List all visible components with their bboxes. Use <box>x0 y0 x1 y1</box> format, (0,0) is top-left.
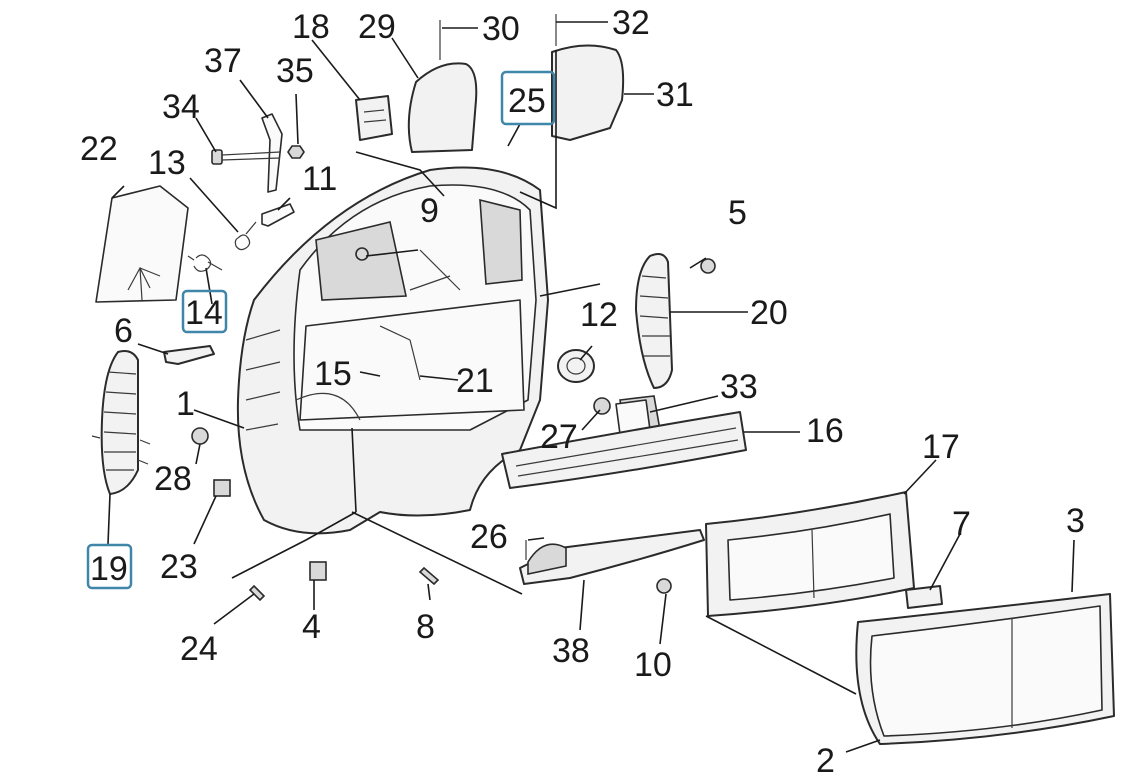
label-23: 23 <box>160 548 198 586</box>
part-7-clip <box>905 585 943 609</box>
label-26: 26 <box>470 518 508 556</box>
label-7: 7 <box>952 505 971 543</box>
highlight-box-25 <box>500 70 556 126</box>
part-24-screw <box>248 584 266 602</box>
part-27-screw <box>593 397 611 415</box>
part-22-panel <box>95 185 189 303</box>
label-6: 6 <box>114 312 133 350</box>
label-27: 27 <box>540 418 578 456</box>
part-38-lower-bracket <box>519 529 705 585</box>
label-2: 2 <box>816 742 835 779</box>
label-30: 30 <box>482 10 520 48</box>
label-1: 1 <box>176 385 195 423</box>
label-15: 15 <box>314 355 352 393</box>
label-9: 9 <box>420 192 439 230</box>
part-17-frame <box>705 491 915 617</box>
label-28: 28 <box>154 460 192 498</box>
label-33: 33 <box>720 368 758 406</box>
label-16: 16 <box>806 412 844 450</box>
part-11-hook <box>261 203 295 227</box>
leader-lines <box>107 21 1075 753</box>
part-23-nut-clip <box>213 479 231 497</box>
label-34: 34 <box>162 88 200 126</box>
part-35-nut <box>287 145 305 159</box>
label-37: 37 <box>204 42 242 80</box>
callout-labels: 1 2 3 4 5 6 7 8 9 10 11 12 13 14 15 16 1… <box>80 4 1085 779</box>
label-31: 31 <box>656 76 694 114</box>
label-38: 38 <box>552 632 590 670</box>
label-32: 32 <box>612 4 650 42</box>
label-3: 3 <box>1066 502 1085 540</box>
part-34-bolt <box>211 149 281 165</box>
highlight-box-14 <box>181 289 228 334</box>
label-22: 22 <box>80 130 118 168</box>
part-18-clip <box>355 95 393 141</box>
label-5: 5 <box>728 194 747 232</box>
label-18: 18 <box>292 8 330 46</box>
label-29: 29 <box>358 8 396 46</box>
label-12: 12 <box>580 296 618 334</box>
part-6-bracket <box>163 345 215 365</box>
highlight-box-19 <box>86 543 133 590</box>
part-13-spring <box>234 221 257 251</box>
part-20-right-grille <box>635 253 673 389</box>
label-24: 24 <box>180 630 218 668</box>
part-29-cover <box>407 62 478 153</box>
part-28-grommet <box>191 427 209 445</box>
label-17: 17 <box>922 428 960 466</box>
part-4-nut-clip <box>309 561 327 581</box>
part-12-lock <box>557 349 595 383</box>
part-19-left-grille <box>91 350 151 495</box>
label-8: 8 <box>416 608 435 646</box>
label-13: 13 <box>148 144 186 182</box>
label-20: 20 <box>750 294 788 332</box>
highlight-boxes <box>86 70 556 590</box>
part-1-leg-shield <box>236 166 549 535</box>
part-5-screw <box>700 258 716 274</box>
label-4: 4 <box>302 608 321 646</box>
part-2-headlight-lens <box>869 605 1103 737</box>
part-33-socket <box>615 395 661 437</box>
label-11: 11 <box>302 160 337 198</box>
part-16-trim-strip <box>501 411 747 489</box>
label-19: 19 <box>90 550 128 588</box>
part-9-screw <box>355 247 369 261</box>
part-14-spring <box>187 254 223 272</box>
part-10-screw <box>656 578 672 594</box>
label-35: 35 <box>276 52 314 90</box>
label-14: 14 <box>185 294 223 332</box>
label-10: 10 <box>634 646 672 684</box>
label-21: 21 <box>456 362 494 400</box>
part-8-screw <box>418 566 440 586</box>
part-31-cover <box>551 44 625 141</box>
label-25: 25 <box>508 82 546 120</box>
